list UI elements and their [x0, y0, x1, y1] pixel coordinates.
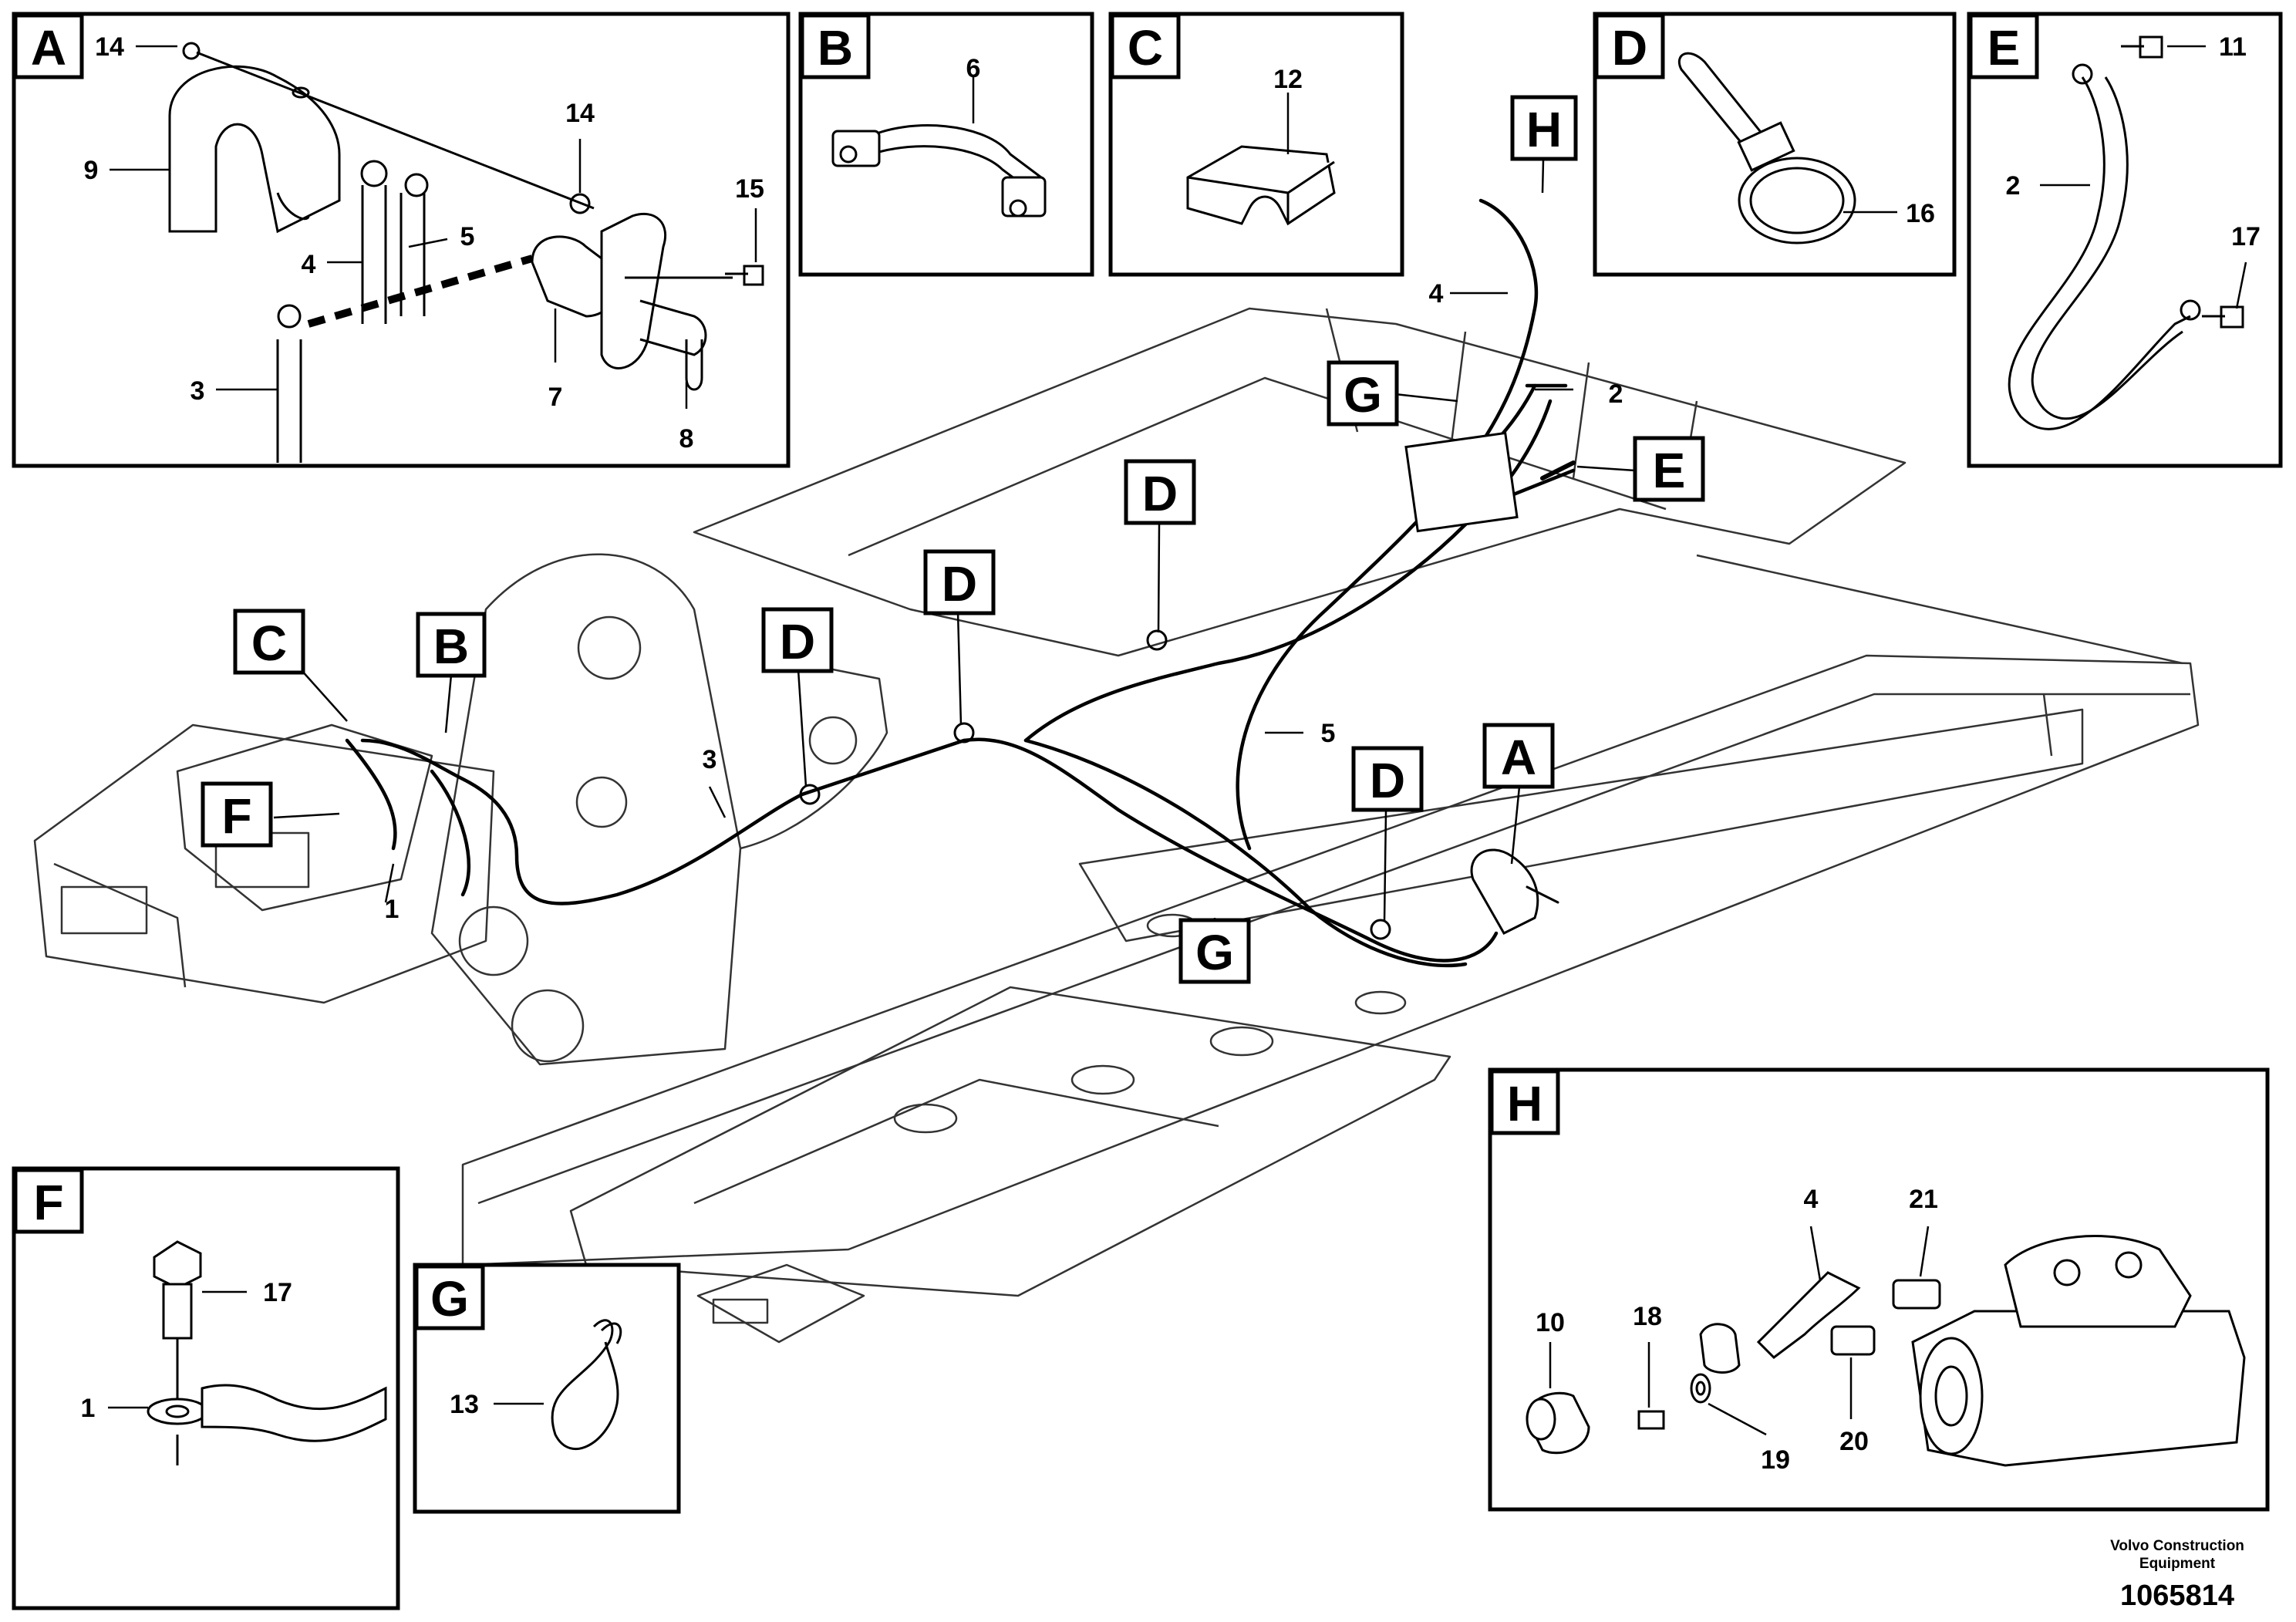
part-number: 12	[1273, 65, 1303, 94]
part-number: 20	[1839, 1427, 1869, 1456]
part-number: 2	[2006, 171, 2021, 201]
callout-letter: B	[433, 619, 469, 674]
main-callout-G1: G	[1327, 360, 1399, 427]
brand-line-1: Volvo Construction	[2110, 1538, 2244, 1554]
part-number: 3	[703, 745, 717, 774]
part-number: 16	[1906, 199, 1935, 228]
detail-panel-H: H	[1488, 1067, 2270, 1512]
part-number: 18	[1633, 1302, 1662, 1331]
panel-letter: C	[1128, 20, 1163, 76]
part-number: 17	[263, 1278, 292, 1307]
part-number: 5	[1321, 719, 1336, 748]
callout-letter: G	[1195, 925, 1234, 980]
panel-letter: G	[430, 1271, 469, 1327]
part-number: 7	[548, 383, 563, 412]
main-callout-G2: G	[1178, 918, 1251, 984]
main-callout-C: C	[233, 609, 305, 675]
part-number: 17	[2231, 222, 2261, 251]
part-number: 21	[1909, 1185, 1938, 1214]
main-callout-H: H	[1510, 95, 1578, 161]
part-number: 6	[966, 54, 981, 83]
main-callout-F: F	[201, 781, 273, 848]
part-number: 1	[81, 1394, 96, 1423]
part-number: 10	[1536, 1308, 1565, 1337]
callout-letter: E	[1653, 443, 1686, 498]
main-callout-D3: D	[1124, 459, 1196, 525]
callout-letter: D	[780, 614, 815, 669]
drawing-number: 1065814	[2120, 1580, 2234, 1612]
part-number: 14	[95, 32, 124, 62]
main-callout-D4: D	[1351, 746, 1424, 812]
callout-letter: F	[221, 788, 251, 844]
brand-line-2: Equipment	[2139, 1556, 2216, 1572]
detail-panel-F: F 17 1	[12, 1166, 400, 1610]
callout-letter: H	[1526, 102, 1562, 157]
part-number: 4	[1429, 279, 1444, 309]
main-callout-B: B	[416, 612, 487, 678]
detail-panel-B: B 6	[798, 12, 1094, 277]
panel-letter: A	[31, 20, 66, 76]
main-callout-A: A	[1482, 723, 1555, 789]
part-number: 14	[565, 99, 595, 128]
part-number: 4	[302, 250, 316, 279]
callout-letter: A	[1501, 730, 1536, 785]
panel-letter: D	[1612, 20, 1647, 76]
detail-panel-C: C 12	[1108, 12, 1404, 277]
detail-panel-G: G 13	[413, 1263, 681, 1514]
part-number: 3	[190, 376, 205, 406]
main-callout-D2: D	[923, 549, 996, 615]
callout-letter: G	[1344, 367, 1382, 423]
part-number: 5	[460, 222, 475, 251]
main-callout-E: E	[1633, 436, 1705, 502]
panel-letter: E	[1988, 20, 2021, 76]
footer-brand: Volvo Construction Equipment	[2100, 1537, 2254, 1573]
callout-letter: D	[1142, 466, 1178, 521]
panel-letter: B	[818, 20, 853, 76]
main-cables	[345, 198, 1576, 968]
panel-letter: H	[1507, 1076, 1542, 1131]
callout-letter: C	[251, 615, 287, 671]
panel-letter: F	[33, 1175, 63, 1230]
callout-letter: D	[1370, 753, 1405, 808]
part-number: 8	[679, 424, 694, 454]
part-number: 19	[1761, 1445, 1790, 1475]
part-number: 11	[2219, 32, 2247, 62]
main-callout-D1: D	[761, 607, 834, 673]
part-number: 13	[450, 1390, 479, 1419]
detail-panel-D: D 16	[1593, 12, 1957, 277]
callout-letter: D	[942, 556, 977, 612]
part-number: 15	[735, 174, 764, 204]
part-number: 9	[84, 156, 99, 185]
part-number: 2	[1609, 379, 1623, 409]
detail-panel-E: E 11 2 17	[1967, 12, 2283, 468]
part-number: 4	[1804, 1185, 1819, 1214]
detail-panel-A: A	[12, 12, 791, 468]
main-leaders	[273, 126, 1636, 960]
part-number: 1	[385, 895, 400, 924]
